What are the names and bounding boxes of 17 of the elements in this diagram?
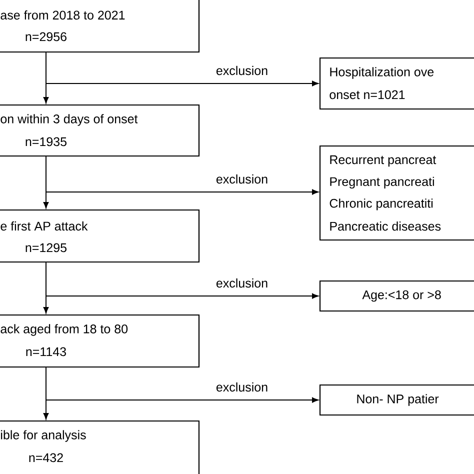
process-box: Non- NP patier	[319, 384, 474, 416]
arrow	[46, 156, 318, 195]
process-box: e first AP attack n=1295	[0, 209, 200, 263]
process-box: ible for analysis n=432	[0, 420, 200, 474]
edge-label: exclusion	[216, 382, 268, 392]
edge-label: exclusion	[216, 174, 268, 184]
arrow	[46, 366, 318, 403]
process-box: ack aged from 18 to 80 n=1143	[0, 314, 200, 368]
process-box: Hospitalization ove onset n=1021	[319, 57, 474, 110]
process-box: on within 3 days of onset n=1935	[0, 104, 200, 157]
arrow	[46, 262, 318, 299]
process-box: ase from 2018 to 2021 n=2956	[0, 0, 200, 53]
process-box: Recurrent pancreat Pregnant pancreati Chronic pancreatiti Pancreatic diseases	[319, 145, 474, 241]
edge-label: exclusion	[216, 278, 268, 288]
edge-label: exclusion	[216, 66, 268, 76]
arrow	[46, 52, 318, 86]
process-box: Age:<18 or >8	[319, 280, 474, 312]
